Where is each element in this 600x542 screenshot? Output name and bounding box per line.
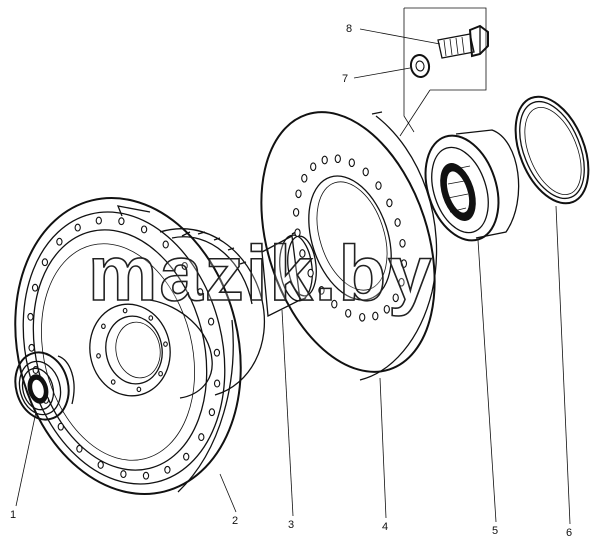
flange-bolt-hole [162, 240, 169, 249]
disc-bolt-hole [386, 198, 393, 208]
watermark-text: mazik.by [88, 229, 433, 317]
callout-8: 8 [346, 23, 352, 35]
callout-7: 7 [342, 73, 348, 85]
disc-bolt-hole [398, 277, 405, 287]
flange-bolt-hole [213, 348, 221, 357]
hub-bolt-hole [122, 307, 128, 314]
flange-bolt-hole [28, 343, 35, 352]
callout-labels: 1 2 3 4 5 6 7 8 [10, 23, 572, 539]
bolt-part-8 [437, 24, 489, 59]
disc-bolt-hole [292, 208, 300, 217]
disc-bolt-hole [299, 249, 306, 258]
hub-bolt-hole [148, 315, 154, 321]
flange-bolt-hole [118, 217, 125, 226]
callout-1: 1 [10, 509, 16, 521]
disc-bolt-hole [400, 259, 408, 268]
flange-bolt-hole [181, 261, 188, 270]
disc-bolt-hole [318, 286, 325, 295]
flange-bolt-hole [183, 452, 190, 461]
flange-bolt-hole [56, 237, 63, 246]
hub-bolt-hole [110, 379, 116, 385]
flange-bolt-hole [164, 465, 171, 474]
disc-bolt-hole [331, 299, 338, 309]
disc-bolt-hole [394, 218, 401, 227]
hub-bolt-hole [101, 323, 106, 330]
flange-bolt-hole [140, 225, 148, 234]
flange-bolt-hole [41, 258, 49, 267]
washer-part-7 [409, 54, 431, 78]
bolt-group [399, 7, 489, 137]
flange-bolt-hole [198, 433, 205, 442]
disc-bolt-hole [362, 167, 369, 177]
disc-bolt-hole [301, 173, 308, 183]
disc-bolt-hole [372, 311, 379, 321]
hub-bolt-hole [96, 353, 101, 359]
hub-bolt-hole [163, 341, 168, 347]
disc-bolt-hole [359, 312, 366, 322]
callout-6: 6 [566, 527, 572, 539]
flange-bolt-hole [197, 288, 204, 297]
disc-bolt-hole [310, 162, 317, 172]
disc-bolt-hole [375, 181, 382, 190]
seal-part-1 [14, 351, 75, 421]
leader-lines [15, 28, 571, 525]
housing-part-2 [14, 197, 266, 495]
flange-bolt-hole [74, 223, 81, 232]
flange-bolt-hole [208, 408, 216, 417]
flange-bolt-hole [213, 379, 221, 388]
flange-bolt-hole [76, 444, 83, 453]
ring-part-6 [514, 95, 590, 205]
callout-5: 5 [492, 525, 498, 537]
disc-bolt-hole [307, 268, 314, 278]
disc-bolt-hole [334, 154, 341, 164]
disc-bolt-hole [345, 308, 352, 318]
flange-bolt-hole [31, 283, 39, 292]
flange-bolt-hole [207, 317, 215, 326]
disc-bolt-hole [383, 304, 390, 314]
callout-2: 2 [232, 515, 238, 527]
flange-bolt-hole [120, 470, 127, 479]
callout-4: 4 [382, 521, 388, 533]
disc-bolt-hole [295, 189, 302, 199]
bearing-part-5 [424, 129, 520, 242]
flange-bolt-hole [27, 312, 34, 321]
disc-bolt-hole [399, 238, 406, 248]
flange-bolt-hole [32, 366, 39, 374]
flange-bolt-hole [97, 460, 104, 469]
callout-3: 3 [288, 519, 294, 531]
flange-bolt-hole [57, 422, 64, 431]
flange-bolt-hole [95, 216, 102, 225]
hub-bolt-hole [136, 386, 142, 393]
disc-bolt-hole [294, 228, 301, 238]
disc-bolt-hole [348, 158, 355, 168]
disc-bolt-hole [321, 155, 328, 165]
hub-bolt-hole [158, 370, 163, 377]
flange-bolt-hole [142, 471, 150, 480]
disc-bolt-hole [392, 293, 399, 303]
disc-part-4 [260, 111, 438, 381]
